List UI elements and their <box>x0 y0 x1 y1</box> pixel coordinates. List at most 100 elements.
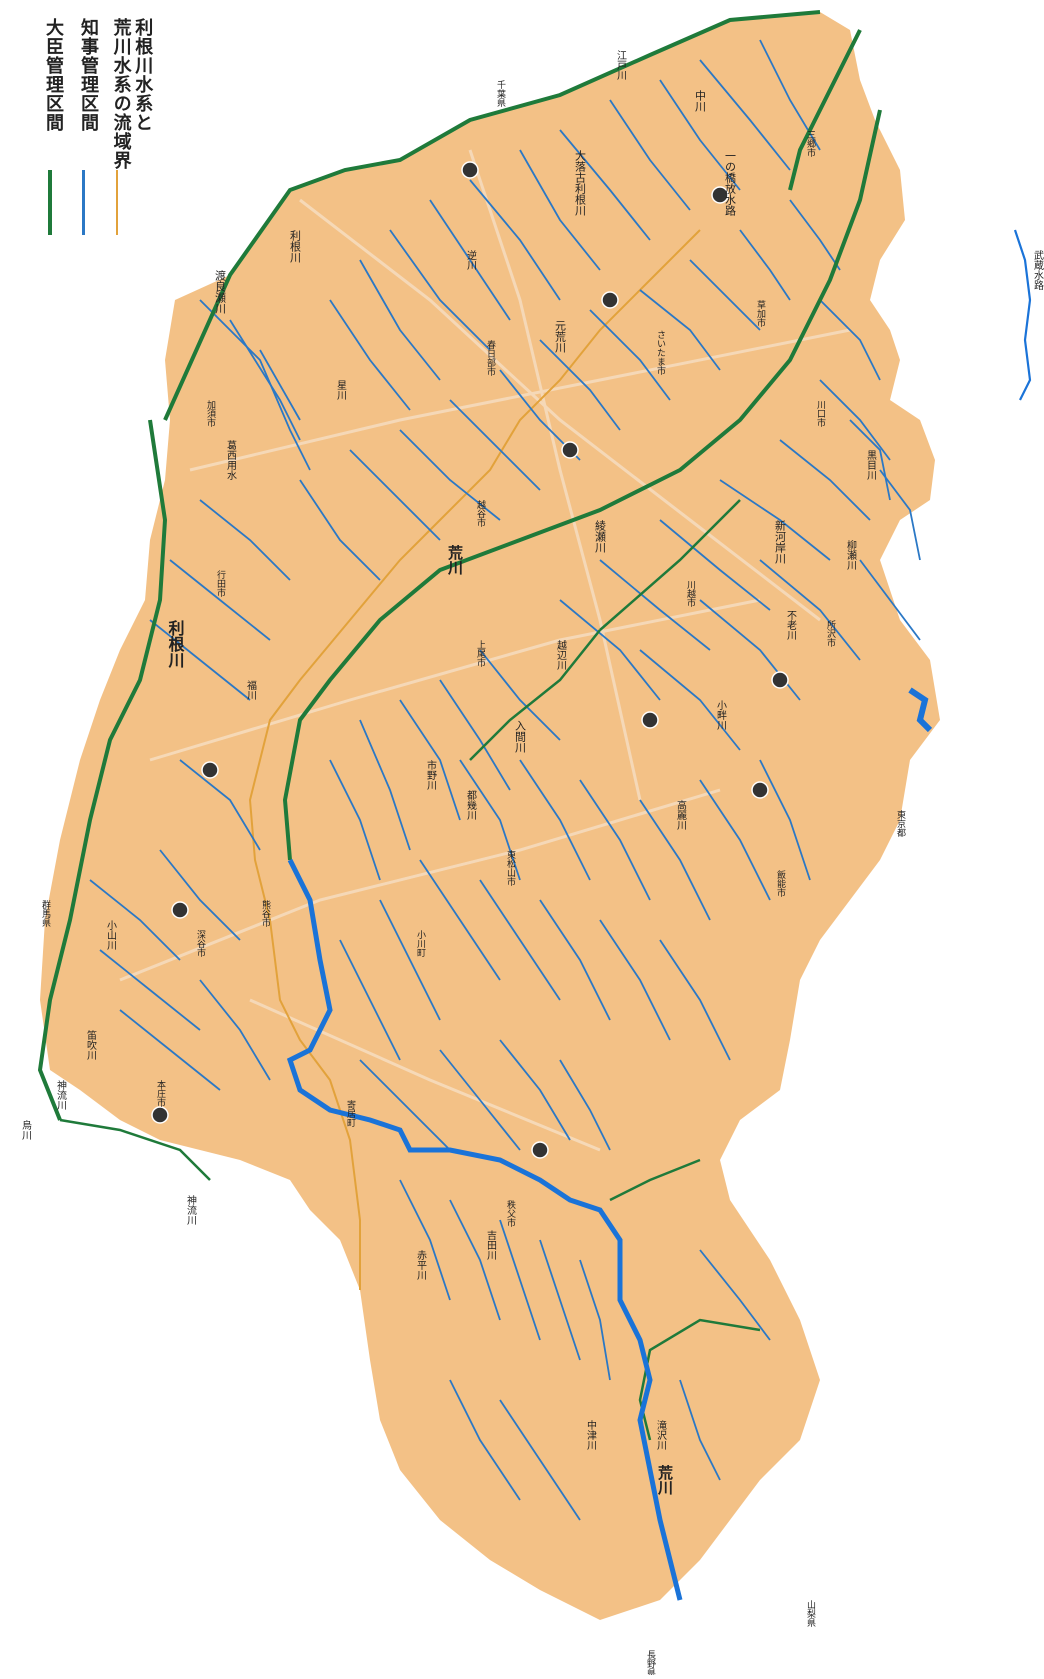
label-nakatsu: 中津川 <box>585 1419 597 1450</box>
tributary-river <box>339 939 401 1061</box>
label-kanagawa: 神流川 <box>55 1079 67 1110</box>
tributary-river <box>399 699 461 821</box>
legend-swatch-prefecture <box>82 170 85 235</box>
route-shield-icon <box>771 671 789 689</box>
label-ayasegawa: 綾瀬川 <box>594 520 607 553</box>
route-shield-icon <box>641 711 659 729</box>
basin-area <box>40 12 940 1620</box>
route-shield-icon <box>461 161 479 179</box>
tributary-river <box>379 899 441 1021</box>
tributary-river <box>449 399 541 491</box>
tributary-river <box>389 229 491 351</box>
map-legend: 大臣管理区間 知事管理区間 利根川水系と 荒川水系の流域界 <box>30 10 160 250</box>
label-tokorozawa: 所沢市 <box>825 620 836 648</box>
tributary-river <box>499 1039 571 1141</box>
nakagawa-river <box>788 29 862 191</box>
tributary-river <box>789 199 841 271</box>
route-shield-icon <box>751 781 769 799</box>
map-labels: 利根川荒川荒川武蔵水路中川綾瀬川入間川新河岸川一の橋放水路元荒川大落古利根川黒目… <box>20 50 1044 1678</box>
label-ogawa: 小川町 <box>415 930 426 957</box>
tributary-river <box>459 759 521 881</box>
label-tonegawa_lower: 利根川 <box>289 230 302 263</box>
ayasegawa-river <box>599 499 741 631</box>
kanna-river <box>59 1118 211 1181</box>
tributary-river <box>759 759 811 881</box>
route-shields <box>151 161 789 1159</box>
tributary-river <box>779 439 871 521</box>
label-fukaya: 深谷市 <box>195 930 206 958</box>
label-toki: 都幾川 <box>465 790 477 820</box>
label-nakagawa: 中川 <box>694 90 707 112</box>
tributary-river <box>699 59 791 171</box>
tributary-river <box>859 559 921 641</box>
tributary-river <box>579 779 651 901</box>
tributary-river <box>639 649 741 751</box>
tributary-river <box>479 649 561 741</box>
tributary-river <box>199 499 291 581</box>
label-kazo: 加須市 <box>205 400 216 428</box>
label-koshigaya: 越谷市 <box>475 499 486 528</box>
label-kanna: 神流川 <box>185 1194 197 1225</box>
label-kurome: 黒目川 <box>865 450 877 480</box>
tributary-river <box>169 559 271 641</box>
label-musashi_suiro: 武蔵水路 <box>1032 249 1044 291</box>
tributary-river <box>659 939 731 1061</box>
tributary-river <box>639 289 721 371</box>
tributary-river <box>659 519 771 611</box>
route-shield-icon <box>151 1106 169 1124</box>
label-komagawa: 高麗川 <box>675 799 687 830</box>
tributary-river <box>349 449 441 541</box>
legend-label-watershed: 利根川水系と 荒川水系の流域界 <box>110 18 154 170</box>
road-line <box>189 328 851 472</box>
tributary-river <box>599 919 671 1041</box>
tributary-river <box>399 1179 451 1301</box>
tributary-river <box>439 679 511 791</box>
label-kawaguchi: 川口市 <box>815 400 826 428</box>
ministry-rivers <box>37 10 882 1441</box>
route-shield-icon <box>171 901 189 919</box>
label-okuma: 越辺川 <box>555 639 567 670</box>
tonegawa-river <box>37 419 168 1121</box>
road-line <box>119 788 721 982</box>
label-yoshida: 吉田川 <box>485 1230 497 1260</box>
label-ageo: 上尾市 <box>475 640 486 668</box>
tributary-river <box>819 299 881 381</box>
tributary-river <box>539 339 621 431</box>
irumagawa-river <box>469 629 601 761</box>
kamanashi-lake <box>908 687 933 733</box>
label-saitama: さいたま市 <box>655 330 666 376</box>
tributary-river <box>329 759 381 881</box>
tributary-river <box>659 79 741 191</box>
label-fuefuki: 笛吹川 <box>85 1029 97 1060</box>
tributary-river <box>419 859 501 981</box>
tributary-river <box>429 199 511 321</box>
label-chichibu: 秩父市 <box>505 1200 516 1228</box>
tributary-river <box>639 799 711 921</box>
label-sakasa: 逆川 <box>465 249 477 270</box>
label-motoarakawa: 元荒川 <box>554 320 567 353</box>
tributary-river <box>609 99 691 211</box>
tributary-river <box>359 1059 451 1151</box>
tributary-river <box>159 849 241 941</box>
label-hanno: 飯能市 <box>775 869 786 898</box>
tributary-river <box>199 299 311 471</box>
tributary-river <box>89 879 181 961</box>
arakawa-main-channel <box>286 858 683 1601</box>
label-takisawa: 滝沢川 <box>655 1420 667 1450</box>
arakawa-main-river <box>286 229 1032 1601</box>
label-higashimatsuyama: 東松山市 <box>505 849 516 887</box>
tributary-river <box>819 379 891 461</box>
tributary-river <box>149 619 251 701</box>
tributary-river <box>449 1379 521 1501</box>
label-yanase: 柳瀬川 <box>845 539 857 570</box>
label-tonegawa: 利根川 <box>166 619 186 669</box>
legend-swatch-ministry <box>48 170 52 235</box>
tributary-river <box>719 479 831 561</box>
label-karasu: 烏川 <box>20 1119 32 1140</box>
tributary-river <box>179 759 261 851</box>
yabe-river <box>609 1158 701 1202</box>
tributary-river <box>559 1059 611 1151</box>
label-kasukabe: 春日部市 <box>485 339 496 377</box>
